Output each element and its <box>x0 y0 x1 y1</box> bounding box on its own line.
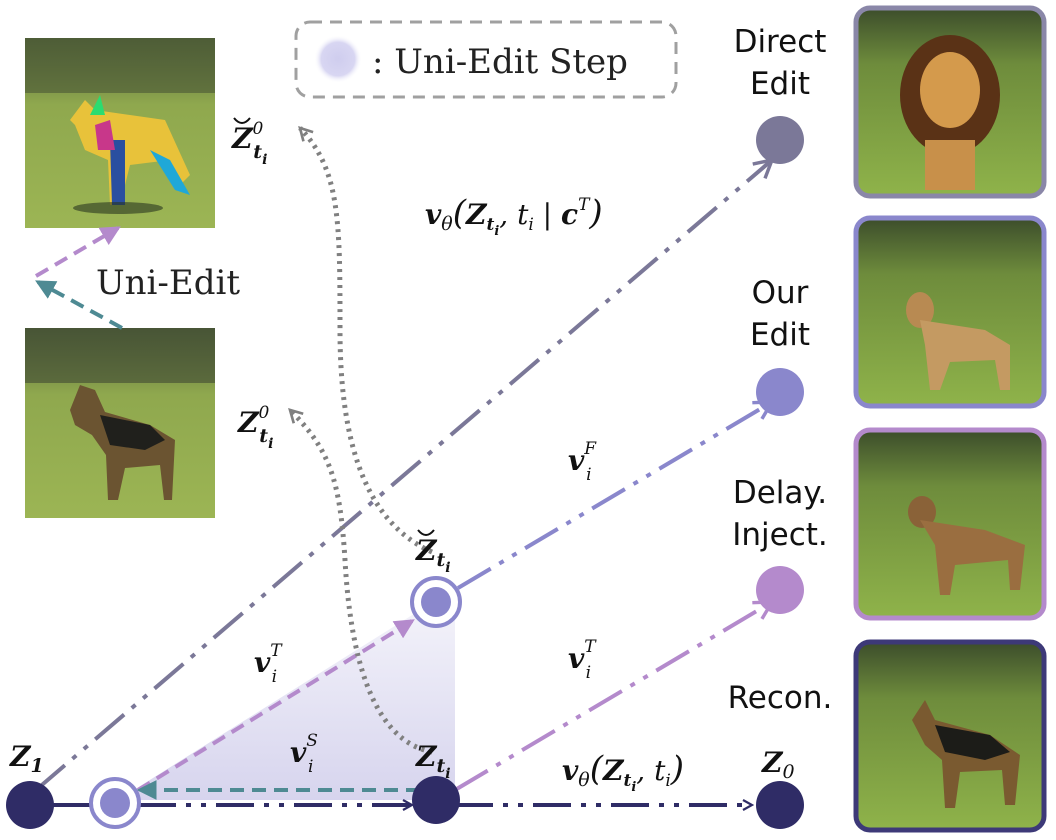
uni-edit-teal-arrow <box>35 280 123 330</box>
label-z1: Z1 <box>9 740 44 777</box>
image-brown-dog <box>853 427 1047 621</box>
uni-edit-label: Uni-Edit <box>96 263 240 303</box>
label-zbreve-ti: Zti <box>415 529 451 576</box>
curve-zbreve-to-zbreve0 <box>300 128 434 555</box>
image-german-shepherd-right <box>853 639 1047 833</box>
update-triangle-shade <box>118 600 455 800</box>
uni-edit-lilac-arrow <box>34 226 121 278</box>
legend-label: : Uni-Edit Step <box>372 42 628 82</box>
node-our-edit <box>756 368 804 416</box>
node-zti <box>412 776 460 824</box>
node-delay-inject <box>756 566 804 614</box>
curve-zti-to-z0ti <box>290 410 433 755</box>
image-lioness <box>853 215 1047 409</box>
label-delay-line1: Delay. <box>733 475 827 511</box>
node-z0 <box>756 781 804 829</box>
svg-text:Zti: Zti <box>415 534 451 576</box>
label-ours-line1: Our <box>752 275 809 311</box>
label-vtheta-conditional: vθ(Zti, ti | cT) <box>425 193 603 239</box>
image-edited-dog <box>25 38 215 228</box>
label-zti: Zti <box>415 740 451 782</box>
label-direct-line1: Direct <box>734 24 827 60</box>
label-direct-line2: Edit <box>750 66 810 102</box>
arrow-vT-update <box>136 619 415 792</box>
line-direct-edit <box>34 160 772 792</box>
label-ours-line2: Edit <box>750 317 810 353</box>
label-delay-line2: Inject. <box>732 517 828 553</box>
label-z0: Z0 <box>761 746 795 783</box>
node-direct-edit <box>756 116 804 164</box>
label-vtheta-recon: vθ(Zti, ti) <box>562 749 684 795</box>
image-source-dog-left <box>25 328 215 518</box>
image-lion <box>853 5 1047 199</box>
line-our-edit <box>456 402 772 590</box>
legend: : Uni-Edit Step <box>294 20 678 99</box>
label-recon: Recon. <box>728 680 833 716</box>
line-delay-inject <box>453 602 772 792</box>
node-z1 <box>6 781 54 829</box>
legend-dot-icon <box>314 35 362 83</box>
